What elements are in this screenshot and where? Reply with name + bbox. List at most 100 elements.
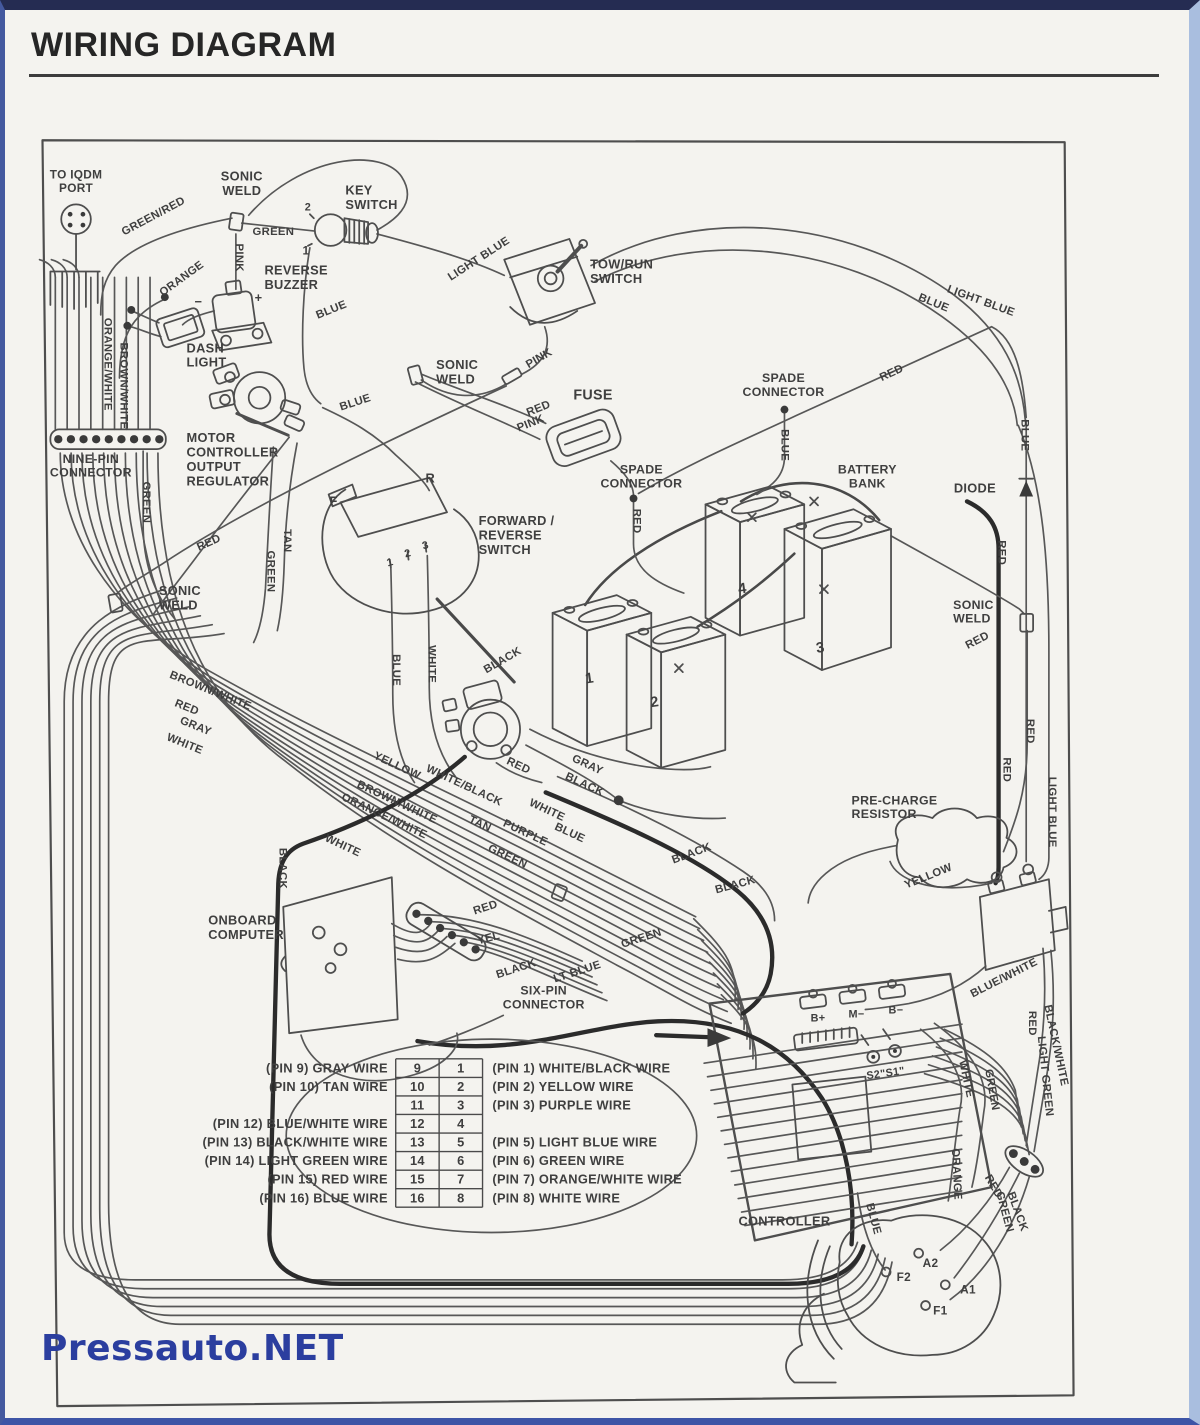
pin-table-right-label: (PIN 5) LIGHT BLUE WIRE (492, 1135, 657, 1150)
pre-charge-resistor-symbol (894, 807, 1018, 889)
tow-run-switch-symbol (503, 238, 596, 326)
wire (712, 972, 751, 1050)
wire (692, 917, 737, 1001)
page-title: WIRING DIAGRAM (31, 26, 337, 64)
pin-table-right-cell: 7 (457, 1172, 464, 1187)
label-fr-f: F (329, 493, 337, 508)
pin-table-left-label: (PIN 10) TAN WIRE (269, 1079, 388, 1094)
wire-blue-spade-right: BLUE (779, 429, 791, 461)
wire-bundles (38, 258, 1030, 1326)
controller-fin (706, 1037, 963, 1078)
solenoid-mid-symbol (441, 679, 521, 760)
wire-light-blue-towrun: LIGHT BLUE (446, 235, 512, 284)
battery-1 (551, 594, 653, 747)
motor-symbol (785, 1214, 1002, 1384)
wire-blue-regulator-top: BLUE (314, 299, 348, 322)
wire-red-right-top: RED (996, 540, 1008, 565)
wire-yel-sixpin: YEL (476, 930, 501, 948)
wire-blue-fr-vertical: BLUE (390, 654, 402, 686)
wire-blue-fr: BLUE (553, 821, 587, 845)
label-motor-f1: F1 (933, 1303, 948, 1317)
label-ctrl-s2-s1: S2"S1" (866, 1065, 906, 1082)
nine-pin-dot (79, 435, 88, 444)
wire-red-right-lower: RED (1026, 1011, 1038, 1036)
label-buzzer-minus: − (194, 294, 202, 309)
wire (113, 452, 717, 977)
wire (927, 1063, 1029, 1149)
wire-light-blue-topright: LIGHT BLUE (945, 283, 1016, 319)
wire-red-solenoid: RED (505, 755, 533, 776)
wiring-diagram: TO IQDMPORTSONICWELDKEYSWITCHREVERSEBUZZ… (38, 139, 1075, 1408)
controller-symbol (703, 972, 993, 1242)
wire-pink-towrun: PINK (524, 346, 555, 371)
controller-fin (703, 1023, 963, 1065)
nine-pin-dot (66, 435, 76, 444)
sonic-weld-connector-right (1019, 612, 1034, 633)
pin-table-right-label: (PIN 3) PURPLE WIRE (492, 1098, 631, 1113)
label-motor-f2: F2 (897, 1270, 912, 1284)
controller-fin (733, 1148, 963, 1186)
wire (392, 928, 440, 943)
label-diode: DIODE (954, 480, 996, 495)
wire (700, 939, 742, 1021)
pin-table-left-cell: 9 (414, 1060, 421, 1075)
six-pin-connector-symbol (405, 901, 487, 962)
pin-table-right-cell: 8 (457, 1190, 464, 1205)
three-pin-connector-right (1004, 1145, 1044, 1178)
iqdm-port-connector (49, 203, 101, 310)
controller-fin (727, 1120, 963, 1159)
pin-table-right-cell: 1 (457, 1060, 464, 1075)
nine-pin-dot (142, 435, 151, 444)
label-key-terminal-1: 1 (302, 244, 309, 258)
wire-orange: ORANGE (157, 259, 206, 299)
pin-table-left-label: (PIN 13) BLACK/WHITE WIRE (202, 1135, 388, 1150)
title-underline (29, 74, 1159, 77)
controller-fin (723, 1106, 963, 1146)
controller-fin (713, 1065, 963, 1105)
label-fr-terminal-3: 3 (421, 539, 430, 552)
wire (70, 452, 701, 930)
pin-table-left-cell: 10 (410, 1079, 425, 1094)
fuse-symbol (545, 408, 622, 468)
wire-white-fr-vertical: WHITE (425, 645, 437, 683)
label-ctrl-m-minus: M− (849, 1008, 865, 1020)
label-motor-a2: A2 (923, 1256, 939, 1270)
wire-red-topright: RED (878, 363, 906, 384)
label-ctrl-b-plus: B+ (811, 1012, 826, 1024)
six-pin-dot (435, 923, 445, 933)
onboard-computer-symbol (280, 876, 456, 1035)
wire (465, 941, 603, 994)
wire (454, 934, 598, 986)
wire (477, 948, 608, 1002)
wire-tan-regulator: TAN (281, 529, 293, 552)
controller-fin (710, 1051, 963, 1092)
wire-blue-white-solenoid: BLUE/WHITE (969, 956, 1040, 1000)
pink-connector-mid (501, 367, 523, 385)
wire-blue-diode: BLUE (1018, 419, 1030, 451)
wire-black-vertical: BLACK (276, 848, 288, 890)
pin-table-right-label: (PIN 7) ORANGE/WHITE WIRE (492, 1172, 682, 1187)
wire (418, 913, 584, 962)
wire (394, 935, 448, 953)
pin-table-left-cell: 14 (410, 1153, 425, 1168)
wire-red-fan: RED (173, 698, 201, 718)
pin-table-left-label: (PIN 12) BLUE/WHITE WIRE (213, 1116, 388, 1131)
forward-reverse-switch-symbol (321, 476, 480, 615)
wire (50, 258, 68, 279)
wire (62, 258, 80, 279)
wire-red-battery3: RED (964, 630, 992, 652)
wire (442, 927, 593, 978)
wire-red-regulator: RED (195, 533, 223, 554)
wire (704, 950, 745, 1031)
label-fr-terminal-2: 2 (403, 547, 412, 560)
nine-pin-dot (129, 435, 139, 444)
label-buzzer-plus: + (255, 290, 263, 305)
wire-brown-white-left: BROWN/WHITE (117, 342, 129, 429)
